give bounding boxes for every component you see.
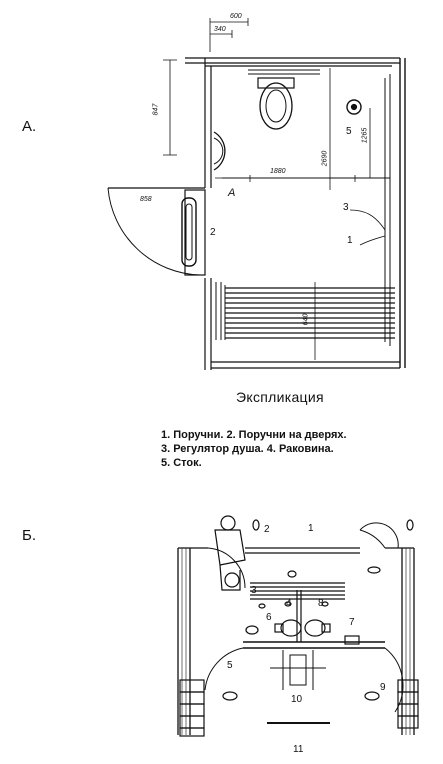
plan-b-label-1: 1	[308, 523, 314, 534]
section-b-label: Б.	[22, 527, 37, 544]
plan-b-label-4: 4	[286, 598, 292, 609]
point-a-label: A	[228, 187, 236, 199]
plan-a-right-wall	[399, 58, 406, 368]
plan-a-label-2: 2	[210, 227, 216, 238]
shower-grate	[225, 287, 395, 339]
plan-b-label-9: 9	[380, 682, 386, 693]
plan-b-label-8: 8	[318, 598, 324, 609]
plan-b-label-7: 7	[349, 617, 355, 628]
plan-a-label-3: 3	[343, 202, 349, 213]
plan-b-label-6: 6	[266, 612, 272, 623]
toilet-bowl	[259, 82, 293, 130]
door-handrail	[181, 197, 197, 267]
dim-1880: 1880	[270, 168, 286, 175]
plan-b-label-10: 10	[291, 694, 303, 705]
explication-title: Экспликация	[236, 389, 324, 405]
legend-line-1: 1. Поручни. 2. Поручни на дверях.	[161, 429, 347, 441]
dim-858: 858	[140, 196, 152, 203]
door-arc-right-top	[359, 529, 386, 549]
plan-a-label-1: 1	[347, 235, 353, 246]
door-arc-left-top	[207, 547, 246, 589]
legend-line-2: 3. Регулятор душа. 4. Раковина.	[161, 443, 334, 455]
plan-b-middle-wall	[243, 641, 385, 649]
plan-b-label-3: 3	[251, 585, 257, 596]
plan-a-left-wall-bottom	[204, 278, 212, 370]
door-arc-left-bottom	[204, 647, 244, 691]
plan-a-left-wall-top	[204, 58, 212, 188]
dim-600: 600	[230, 13, 242, 20]
legend-line-3: 5. Сток.	[161, 457, 202, 469]
sink	[213, 131, 226, 171]
door-arc-right-bottom	[384, 647, 404, 713]
plan-b-label-2: 2	[264, 524, 270, 535]
door-swing-arc	[107, 187, 201, 276]
plan-b-shower-grate	[250, 582, 345, 600]
dim-340: 340	[214, 26, 226, 33]
section-a-label: А.	[22, 118, 37, 135]
plan-b-label-5: 5	[227, 660, 233, 671]
floor-drain	[346, 99, 362, 115]
plan-a-top-wall	[185, 57, 400, 67]
plan-b-label-11: 11	[293, 744, 304, 755]
plan-a-label-5: 5	[346, 126, 352, 137]
